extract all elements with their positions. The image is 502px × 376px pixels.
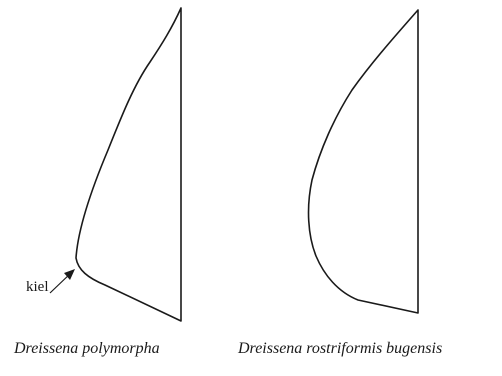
kiel-label: kiel <box>26 279 49 295</box>
kiel-arrow-head <box>64 269 75 280</box>
left-shell-caption: Dreissena polymorpha <box>14 340 160 357</box>
right-shell-outline <box>307 9 419 314</box>
left-shell-outline <box>75 7 182 322</box>
right-shell-caption: Dreissena rostriformis bugensis <box>238 340 443 357</box>
